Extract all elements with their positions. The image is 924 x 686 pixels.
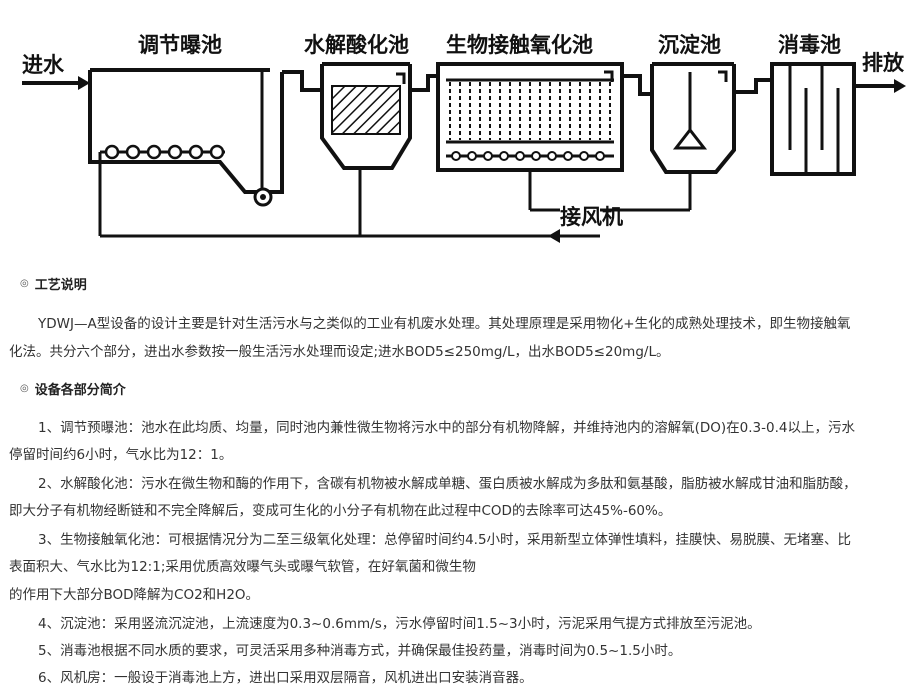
- elastic-filler: [449, 82, 611, 140]
- air-supply-lines: [98, 152, 692, 238]
- settling-deflector: [672, 127, 708, 150]
- process-flow-diagram: 进水 调节曝池 水解酸化池 生物接触氧化池: [22, 33, 906, 243]
- hydrolysis-overflow-pipe: [396, 72, 406, 84]
- description-area: ◎ 工艺说明 YDWJ—A型设备的设计主要是针对生活污水与之类似的工业有机废水处…: [0, 262, 924, 686]
- disinfection-tank: [734, 62, 856, 176]
- regulating-tank-label: 调节曝池: [138, 33, 222, 57]
- part-item-line: 表面积大、气水比为12:1;采用优质高效曝气头或曝气软管，在好氧菌和微生物: [9, 559, 476, 575]
- settling-overflow-pipe: [718, 70, 728, 82]
- part-item-line: 即大分子有机物经断链和不完全降解后，变成可生化的小分子有机物在此过程中COD的去…: [9, 503, 672, 519]
- inlet-label: 进水: [22, 53, 65, 77]
- part-item-line: 5、消毒池根据不同水质的要求，可灵活采用多种消毒方式，并确保最佳投药量，消毒时间…: [38, 643, 682, 659]
- section-bullet-icon: ◎: [20, 383, 29, 394]
- outlet-label: 排放: [862, 51, 905, 75]
- contact-overflow-pipe: [604, 70, 614, 82]
- lift-pump-icon: [253, 187, 273, 207]
- process-section-title: ◎ 工艺说明: [20, 274, 87, 293]
- part-item-line: 6、风机房：一般设于消毒池上方，进出口采用双层隔音，风机进出口安装消音器。: [38, 670, 533, 686]
- regulating-tank: [88, 68, 284, 194]
- hydrolysis-tank-label: 水解酸化池: [304, 33, 409, 57]
- blower-label: 接风机: [560, 205, 623, 229]
- process-title-text: 工艺说明: [34, 278, 87, 293]
- disinfection-tank-label: 消毒池: [778, 33, 841, 57]
- hydrolysis-media: [331, 85, 401, 135]
- inlet-arrowhead: [78, 76, 90, 90]
- section-bullet-icon: ◎: [20, 278, 29, 289]
- aerator-heads: [100, 144, 225, 160]
- part-item-line: 3、生物接触氧化池：可根据情况分为二至三级氧化处理：总停留时间约4.5小时，采用…: [38, 532, 852, 548]
- part-item-line: 的作用下大部分BOD降解为CO2和H2O。: [9, 587, 260, 603]
- air-supply-arrowhead: [548, 229, 560, 243]
- contact-aerators: [446, 151, 614, 161]
- part-item-line: 停留时间约6小时，气水比为12：1。: [9, 447, 233, 463]
- settling-tank: [622, 62, 736, 174]
- contact-tank-label: 生物接触氧化池: [446, 33, 593, 57]
- parts-section-title: ◎ 设备各部分简介: [20, 379, 126, 398]
- settling-tank-label: 沉淀池: [658, 33, 721, 57]
- part-item-line: 4、沉淀池：采用竖流沉淀池，上流速度为0.3~0.6mm/s，污水停留时间1.5…: [38, 616, 761, 632]
- hydrolysis-tank: [282, 62, 412, 170]
- part-item-line: 2、水解酸化池：污水在微生物和酶的作用下，含碳有机物被水解成单糖、蛋白质被水解成…: [38, 476, 857, 492]
- part-item-line: 1、调节预曝池：池水在此均质、均量，同时池内兼性微生物将污水中的部分有机物降解，…: [38, 420, 855, 436]
- process-para-line: YDWJ—A型设备的设计主要是针对生活污水与之类似的工业有机废水处理。其处理原理…: [38, 316, 851, 332]
- parts-title-text: 设备各部分简介: [34, 383, 126, 398]
- outlet-arrowhead: [894, 79, 906, 93]
- process-para-line: 化法。共分六个部分，进出水参数按一般生活污水处理而设定;进水BOD5≤250mg…: [9, 344, 670, 360]
